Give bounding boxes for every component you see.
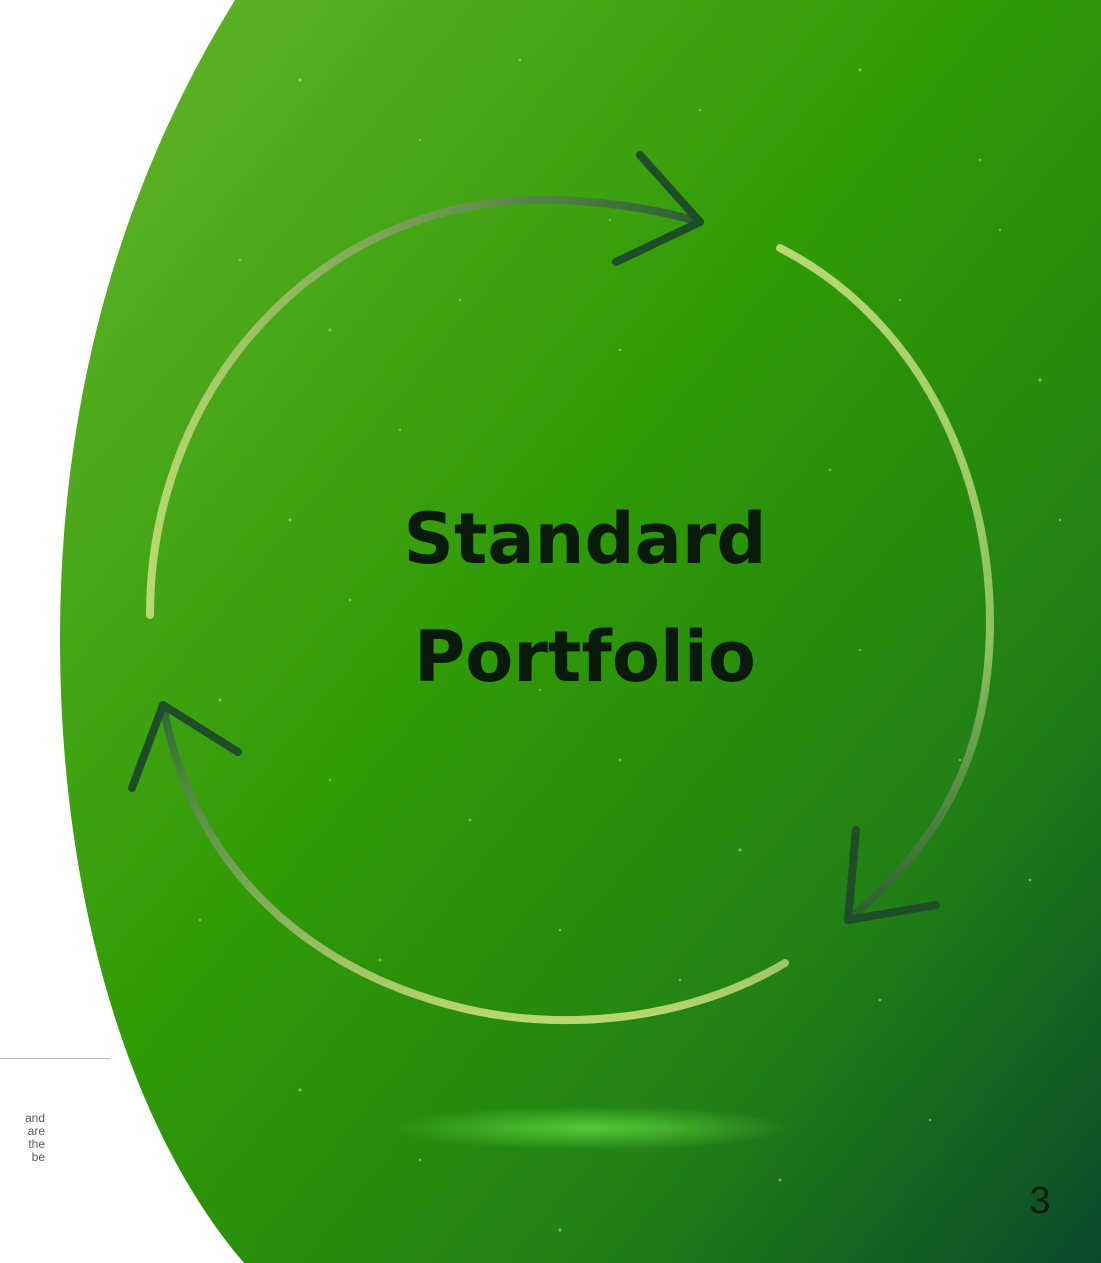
side-text-line: be xyxy=(31,1150,45,1164)
page-number: 3 xyxy=(1029,1180,1051,1222)
arrowhead-bottom xyxy=(844,826,940,924)
side-text-line: are xyxy=(27,1124,45,1138)
arrowhead-top xyxy=(612,151,704,266)
light-glow xyxy=(390,1106,790,1150)
slide-title-line-2: Portfolio xyxy=(413,616,756,698)
arc-top-left xyxy=(146,195,704,619)
side-text-line: and xyxy=(24,1111,45,1125)
side-text-line: the xyxy=(28,1137,45,1151)
arrowhead-left xyxy=(128,701,242,792)
arc-right xyxy=(776,244,994,924)
slide-title: Standard Portfolio xyxy=(385,480,785,716)
slide-title-line-1: Standard xyxy=(403,498,767,580)
arc-bottom-left xyxy=(159,701,789,1025)
circular-arrows-icon xyxy=(128,151,994,1025)
footer-divider xyxy=(0,1058,110,1059)
cropped-side-text: and are the be xyxy=(0,1112,45,1164)
